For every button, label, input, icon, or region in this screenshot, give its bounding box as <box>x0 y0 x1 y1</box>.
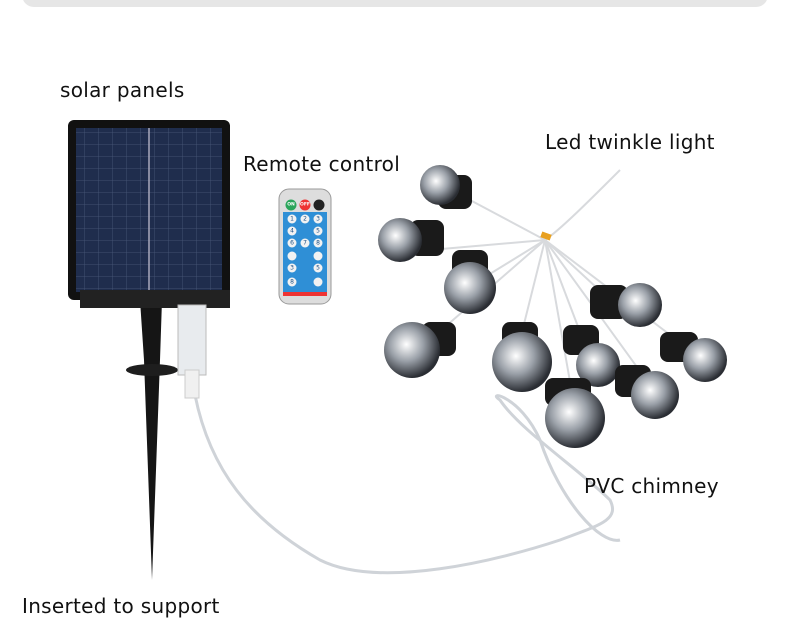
remote-key: 4 <box>290 228 294 235</box>
label-solar-panels: solar panels <box>60 78 185 102</box>
remote-on-key: ON <box>287 202 295 208</box>
label-led-twinkle-light: Led twinkle light <box>545 130 715 154</box>
top-banner-edge <box>22 0 768 7</box>
remote-key: 2 <box>303 216 307 223</box>
cable <box>193 394 621 575</box>
remote-control: ON OFF 1 2 3 4 5 6 7 8 3 5 8 <box>278 188 332 305</box>
remote-key: 6 <box>290 240 294 247</box>
remote-key: 7 <box>303 240 307 247</box>
remote-off-key: OFF <box>300 202 310 208</box>
remote-key: 1 <box>290 216 294 223</box>
remote-key: 8 <box>316 240 320 247</box>
solar-panel <box>68 120 230 399</box>
remote-key: 3 <box>316 216 320 223</box>
label-remote-control: Remote control <box>243 152 401 176</box>
remote-key: 8 <box>290 279 294 286</box>
label-pvc-chimney: PVC chimney <box>584 474 719 498</box>
remote-keys: 1 2 3 4 5 6 7 8 3 5 8 <box>290 216 320 286</box>
label-inserted-to-support: Inserted to support <box>22 594 220 618</box>
wire-tie <box>540 231 552 241</box>
remote-key: 5 <box>316 265 320 272</box>
remote-key: 3 <box>290 265 294 272</box>
ground-stake <box>126 300 178 580</box>
led-bulbs <box>378 165 727 448</box>
remote-key: 5 <box>316 228 320 235</box>
